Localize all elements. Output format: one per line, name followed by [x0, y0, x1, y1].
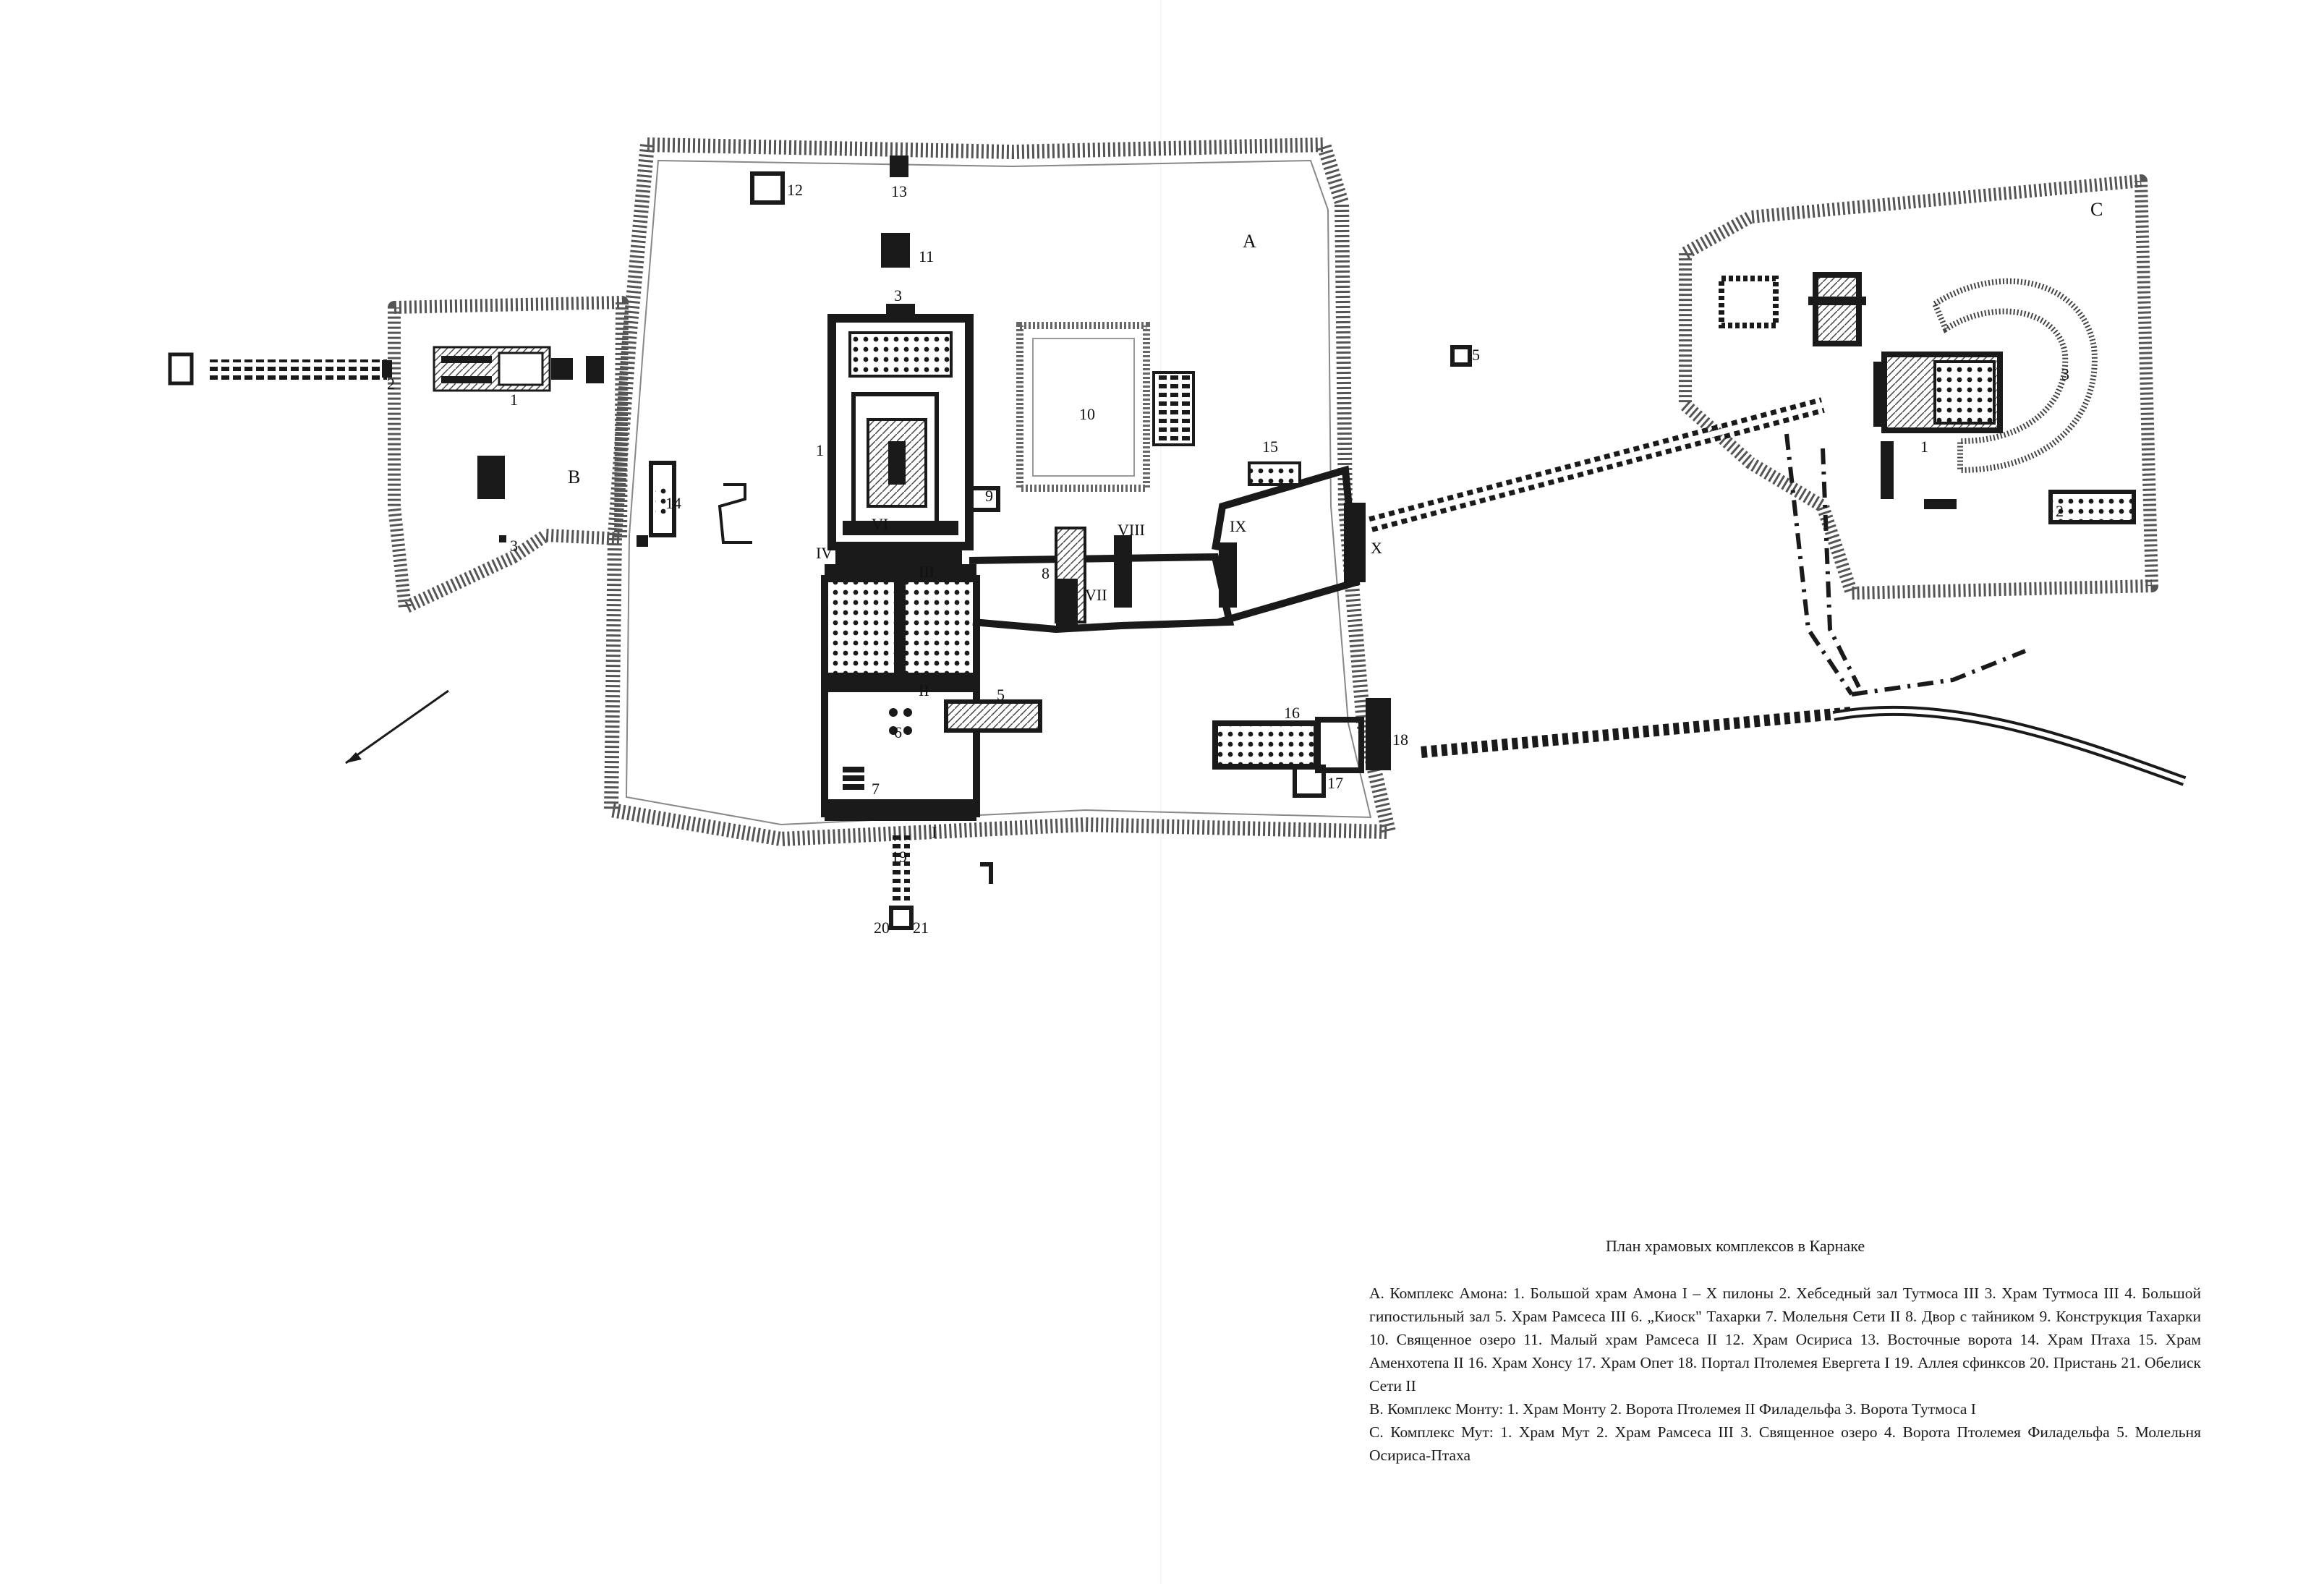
great-hypostyle-hall — [821, 575, 980, 680]
map-label-a18: 18 — [1392, 731, 1408, 749]
map-label-pylon-vii: VII — [1085, 586, 1107, 604]
montu-north-gate — [637, 535, 648, 547]
pylon-iv — [835, 546, 962, 566]
seti-chapel — [843, 767, 864, 790]
map-label-a7: 7 — [872, 780, 880, 798]
map-label-complex-c: C — [2090, 199, 2103, 220]
ramses-iii-mut-temple — [2048, 490, 2136, 524]
map-label-b3: 3 — [510, 537, 518, 555]
tutmosis-gate-3 — [886, 304, 915, 320]
map-label-complex-b: B — [568, 467, 580, 487]
dashed-tracks — [1784, 433, 2027, 697]
pylon-viii — [1114, 535, 1132, 608]
mut-inner-gate — [1881, 441, 1957, 509]
amenhotep-ii-temple — [1248, 461, 1301, 486]
map-label-pylon-iii: III — [919, 563, 935, 581]
ptah-temple — [649, 461, 676, 537]
map-label-pylon-ix: IX — [1230, 517, 1246, 535]
ramses-iii-temple — [944, 699, 1042, 733]
map-label-a14: 14 — [665, 494, 681, 512]
map-label-b2: 2 — [387, 375, 395, 393]
mut-temple — [1873, 352, 2003, 433]
map-label-a3: 3 — [894, 286, 902, 305]
ramses-ii-small-temple — [881, 233, 910, 268]
road-to-luxor — [1832, 705, 2187, 786]
map-label-a8: 8 — [1042, 564, 1050, 582]
quay-20 — [889, 906, 914, 930]
pylon-vii — [1056, 579, 1078, 629]
taharqa-construction — [1152, 371, 1195, 446]
map-label-a15: 15 — [1262, 438, 1278, 456]
great-forecourt — [821, 673, 980, 821]
plan-title: План храмовых комплексов в Карнаке — [1606, 1237, 1865, 1255]
map-label-complex-a: A — [1243, 231, 1256, 252]
east-gate — [890, 156, 908, 177]
map-label-c2: 2 — [2056, 502, 2064, 520]
montu-sphinx-avenue — [210, 359, 387, 380]
pylon-x — [1344, 503, 1366, 582]
mut-gate-ptolemy — [1808, 272, 1866, 346]
opet-temple — [1293, 765, 1326, 798]
mut-sacred-lake — [1931, 278, 2098, 474]
arrow-icon — [345, 689, 449, 765]
plan-legend: A. Комплекс Амона: 1. Большой храм Амона… — [1369, 1282, 2201, 1467]
mut-north-ruin — [1719, 276, 1779, 328]
ruin-outline — [718, 483, 752, 544]
legend-complex-b: B. Комплекс Монту: 1. Храм Монту 2. Воро… — [1369, 1400, 1976, 1418]
map-label-a20: 20 — [874, 919, 890, 937]
structure-9 — [967, 486, 1000, 512]
south-axis — [969, 465, 1361, 634]
map-label-a21: 21 — [913, 919, 929, 937]
montu-small-gate — [382, 360, 392, 378]
osiris-ptah-chapel-5 — [1450, 345, 1472, 367]
legend-complex-a: A. Комплекс Амона: 1. Большой храм Амона… — [1369, 1285, 2201, 1394]
map-label-a6: 6 — [894, 723, 902, 741]
ptolemy-portal-18 — [1366, 698, 1391, 770]
map-label-a19: 19 — [891, 848, 907, 866]
sphinx-avenue-19 — [891, 835, 910, 904]
osiris-temple — [750, 171, 785, 205]
sphinx-avenue-to-river — [1421, 707, 1852, 758]
amun-great-temple-core — [827, 314, 974, 550]
map-label-c5: 5 — [1472, 346, 1480, 364]
map-label-pylon-viii: VIII — [1118, 521, 1145, 539]
map-label-a9: 9 — [985, 487, 993, 505]
pylon-iii — [825, 564, 976, 580]
khonsu-temple — [1212, 717, 1364, 773]
fragment-misc — [980, 862, 993, 884]
map-label-pylon-vi: VI — [872, 515, 888, 533]
montu-tutmosis-chapel — [477, 456, 505, 499]
montu-enclosure-wall — [388, 296, 629, 614]
map-label-c3: 3 — [2061, 365, 2069, 383]
montu-gate-ptolemy — [168, 352, 194, 386]
map-label-a12: 12 — [787, 181, 803, 199]
map-label-pylon-i: I — [932, 823, 937, 841]
map-label-pylon-iv: IV — [816, 544, 833, 562]
montu-temple — [433, 346, 604, 392]
page-fold — [1160, 0, 1162, 1584]
amun-enclosure-wall-inner — [625, 159, 1372, 826]
montu-gate-tutmosis — [499, 535, 506, 542]
pylon-ix — [1219, 542, 1237, 608]
map-label-a17: 17 — [1327, 774, 1343, 792]
map-label-pylon-ii: II — [919, 681, 929, 699]
map-label-pylon-x: X — [1371, 539, 1382, 557]
map-label-a1: 1 — [816, 441, 824, 459]
map-label-a10: 10 — [1079, 405, 1095, 423]
legend-complex-c: C. Комплекс Мут: 1. Храм Мут 2. Храм Рам… — [1369, 1423, 2201, 1464]
map-label-a13: 13 — [891, 182, 907, 200]
map-label-a5: 5 — [997, 686, 1005, 704]
sacred-lake — [1016, 322, 1150, 492]
map-label-b1: 1 — [510, 391, 518, 409]
sphinx-avenue-to-mut — [1369, 397, 1825, 532]
map-label-a16: 16 — [1284, 704, 1300, 722]
map-label-c1: 1 — [1920, 438, 1928, 456]
map-label-a11: 11 — [919, 247, 934, 265]
